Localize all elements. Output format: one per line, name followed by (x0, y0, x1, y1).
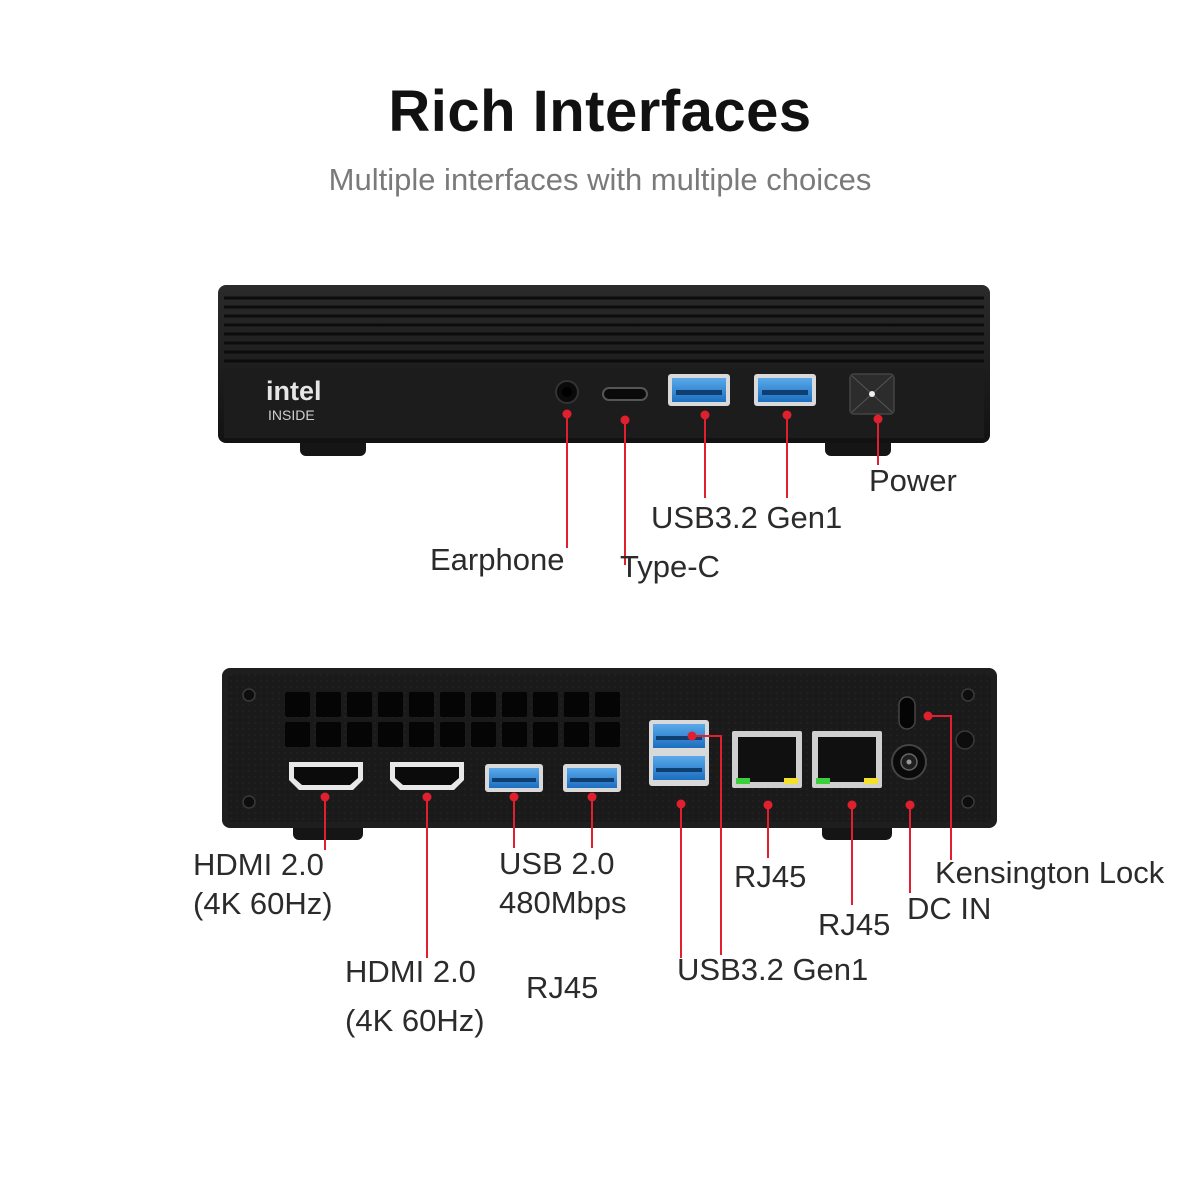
front-vent-grooves (224, 296, 984, 363)
hdmi1-callout (320, 792, 330, 850)
power-callout (873, 414, 883, 465)
rear-vent-grid (285, 692, 620, 747)
hdmi-port-2 (390, 762, 464, 790)
usb32-rear-callout (676, 731, 722, 958)
dc-in-callout (905, 800, 915, 893)
rj45-callout-1 (763, 800, 773, 858)
rj45-callout-2 (847, 800, 857, 905)
label-hdmi2-line1: HDMI 2.0 (345, 954, 476, 989)
kensington-slot (898, 696, 916, 730)
hdmi2-callout (422, 792, 432, 958)
dc-in-jack (891, 744, 927, 780)
kensington-callout (923, 711, 952, 860)
label-hdmi2-line2: (4K 60Hz) (345, 1003, 485, 1038)
hdmi-port-1 (289, 762, 363, 790)
power-button (849, 373, 895, 415)
label-hdmi1-line1: HDMI 2.0 (193, 847, 324, 882)
page-title: Rich Interfaces (388, 79, 812, 144)
usb32-front-callout-1 (700, 410, 710, 498)
intel-logo: intel (266, 376, 322, 406)
label-usb20-line1: USB 2.0 (499, 846, 615, 881)
front-panel: intel INSIDE (218, 285, 990, 456)
intel-inside-logo: INSIDE (268, 407, 315, 423)
page-subtitle: Multiple interfaces with multiple choice… (328, 162, 872, 197)
rj45-port-1 (732, 731, 802, 788)
label-dc-in: DC IN (907, 891, 992, 926)
label-rj45-1: RJ45 (734, 859, 807, 894)
rear-callouts (320, 711, 952, 958)
label-earphone: Earphone (430, 542, 565, 577)
label-hdmi1-line2: (4K 60Hz) (193, 886, 333, 921)
rear-usb32-stack (649, 720, 709, 786)
front-usb3-port-1 (668, 374, 730, 406)
label-type-c: Type-C (620, 549, 720, 584)
rear-panel (222, 668, 997, 840)
usb32-front-callout-2 (782, 410, 792, 498)
label-usb32-front: USB3.2 Gen1 (651, 500, 843, 535)
usb20-callout-1 (509, 792, 519, 848)
label-rj45-stray: RJ45 (526, 970, 599, 1005)
rear-usb-port-2 (563, 764, 621, 792)
usb20-callout-2 (587, 792, 597, 848)
label-rj45-2: RJ45 (818, 907, 891, 942)
earphone-jack-hole (562, 387, 572, 397)
front-callouts (562, 409, 883, 565)
type-c-port (602, 387, 648, 401)
rj45-port-2 (812, 731, 882, 788)
label-usb32-rear: USB3.2 Gen1 (677, 952, 869, 987)
label-kensington-lock: Kensington Lock (935, 855, 1165, 890)
rear-screws (242, 688, 975, 809)
type-c-callout (620, 415, 630, 565)
rear-usb-port-1 (485, 764, 543, 792)
label-usb20-line2: 480Mbps (499, 885, 627, 920)
earphone-callout (562, 409, 572, 548)
label-power: Power (869, 463, 957, 498)
front-usb3-port-2 (754, 374, 816, 406)
